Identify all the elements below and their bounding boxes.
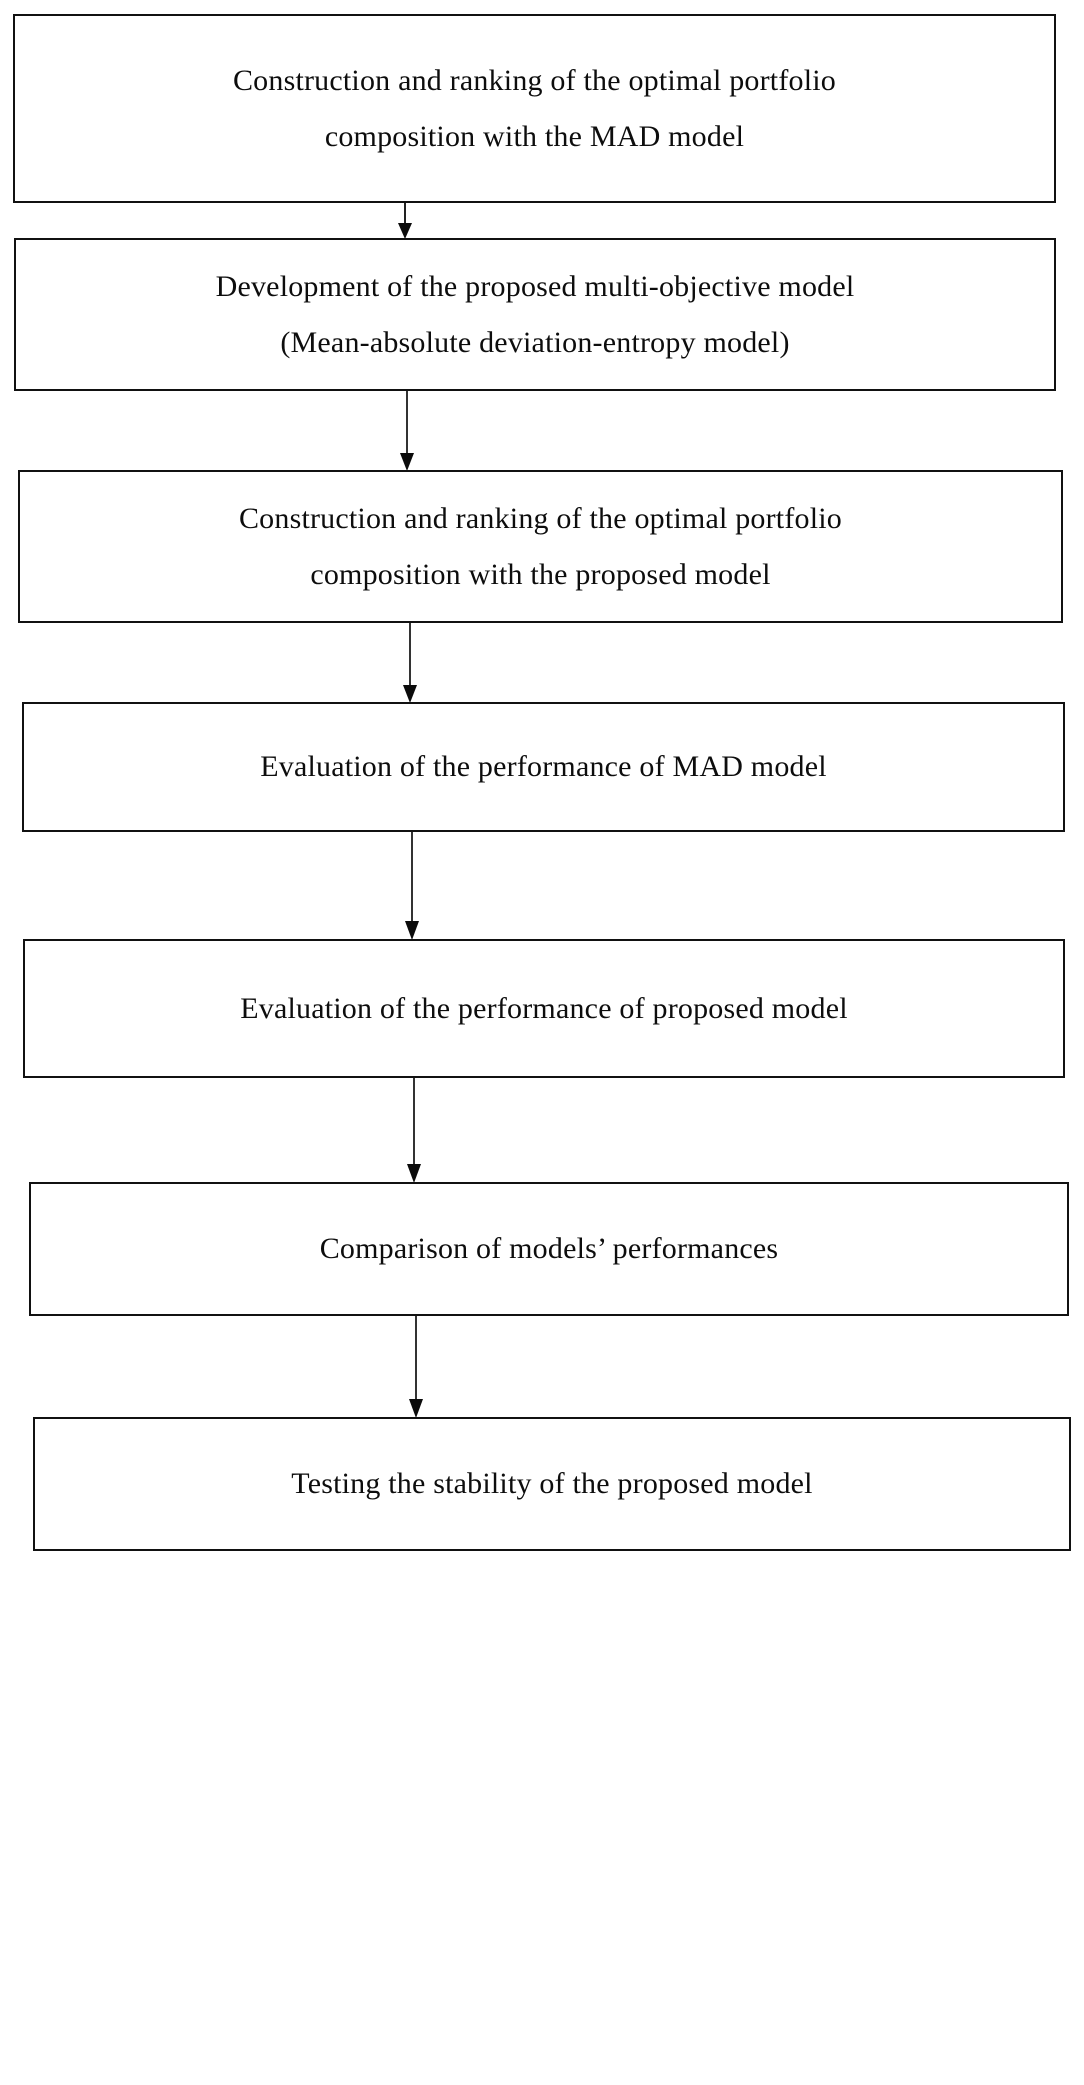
arrow-node2-to-node3 <box>396 391 418 472</box>
arrow-node5-to-node6 <box>403 1078 425 1184</box>
flowchart-node-2[interactable]: Development of the proposed multi-object… <box>14 238 1056 391</box>
flowchart-node-3[interactable]: Construction and ranking of the optimal … <box>18 470 1063 623</box>
flowchart-node-2-label: Development of the proposed multi-object… <box>215 270 855 359</box>
flowchart-node-1[interactable]: Construction and ranking of the optimal … <box>13 14 1056 203</box>
arrow-node1-to-node2 <box>394 203 416 240</box>
flowchart-node-6-label: Comparison of models’ performances <box>319 1232 779 1266</box>
flowchart-node-5-label: Evaluation of the performance of propose… <box>240 991 848 1025</box>
flowchart-node-7-label: Testing the stability of the proposed mo… <box>291 1467 813 1501</box>
flowchart-node-7[interactable]: Testing the stability of the proposed mo… <box>33 1417 1071 1551</box>
flowchart-node-3-label: Construction and ranking of the optimal … <box>238 502 843 591</box>
flowchart-node-4-label: Evaluation of the performance of MAD mod… <box>260 750 827 784</box>
flowchart-node-1-label: Construction and ranking of the optimal … <box>232 64 837 153</box>
arrow-node6-to-node7 <box>405 1316 427 1419</box>
arrow-node3-to-node4 <box>399 623 421 704</box>
flowchart-node-5[interactable]: Evaluation of the performance of propose… <box>23 939 1065 1078</box>
flowchart-node-4[interactable]: Evaluation of the performance of MAD mod… <box>22 702 1065 832</box>
arrow-node4-to-node5 <box>401 832 423 941</box>
flowchart-node-6[interactable]: Comparison of models’ performances <box>29 1182 1069 1316</box>
